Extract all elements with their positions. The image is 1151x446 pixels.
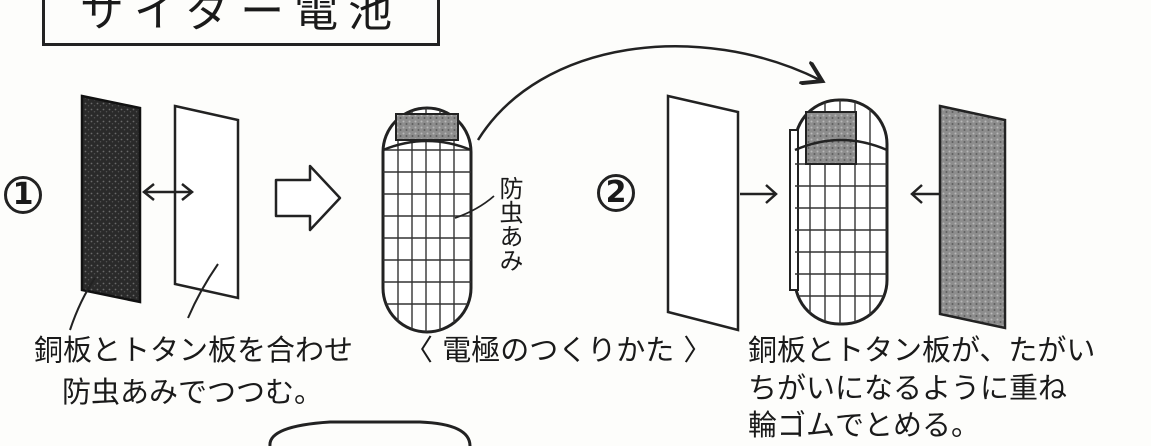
zinc-plate-1 (173, 104, 240, 300)
zinc-plate-2 (666, 94, 740, 332)
step-2-number: 2 (605, 175, 627, 210)
step-1-caption-line-1: 銅板とトタン板を合わせ (34, 333, 354, 367)
step-1-number: 1 (12, 177, 34, 212)
step-1-caption-line-2: 防虫あみでつつむ。 (62, 375, 324, 409)
mesh-leader-line (454, 195, 495, 219)
next-figure-outline (268, 420, 472, 446)
leader-line-copper (69, 277, 96, 331)
center-caption: 〈 電極のつくりかた 〉 (404, 333, 713, 367)
leader-line-zinc (187, 263, 219, 319)
step-2-caption-line-2: ちがいになるように重ね (748, 371, 1068, 405)
step-2-caption-line-1: 銅板とトタン板が、たがい (748, 333, 1096, 367)
step-1-marker: 1 (4, 176, 42, 214)
copper-plate-2 (938, 104, 1007, 330)
arrow-right (740, 184, 778, 204)
hollow-arrow (274, 164, 342, 232)
curved-arrow (476, 45, 820, 141)
double-arrow (141, 183, 195, 201)
mesh-electrode-2 (789, 98, 889, 326)
copper-plate-1 (80, 94, 142, 304)
title-box: サイダー電池 (42, 0, 440, 46)
mesh-electrode-1 (381, 106, 473, 334)
title: サイダー電池 (79, 0, 403, 37)
mesh-label: 防虫あみ (495, 176, 523, 272)
step-2-marker: 2 (597, 174, 635, 212)
step-2-caption-line-3: 輪ゴムでとめる。 (748, 408, 981, 442)
